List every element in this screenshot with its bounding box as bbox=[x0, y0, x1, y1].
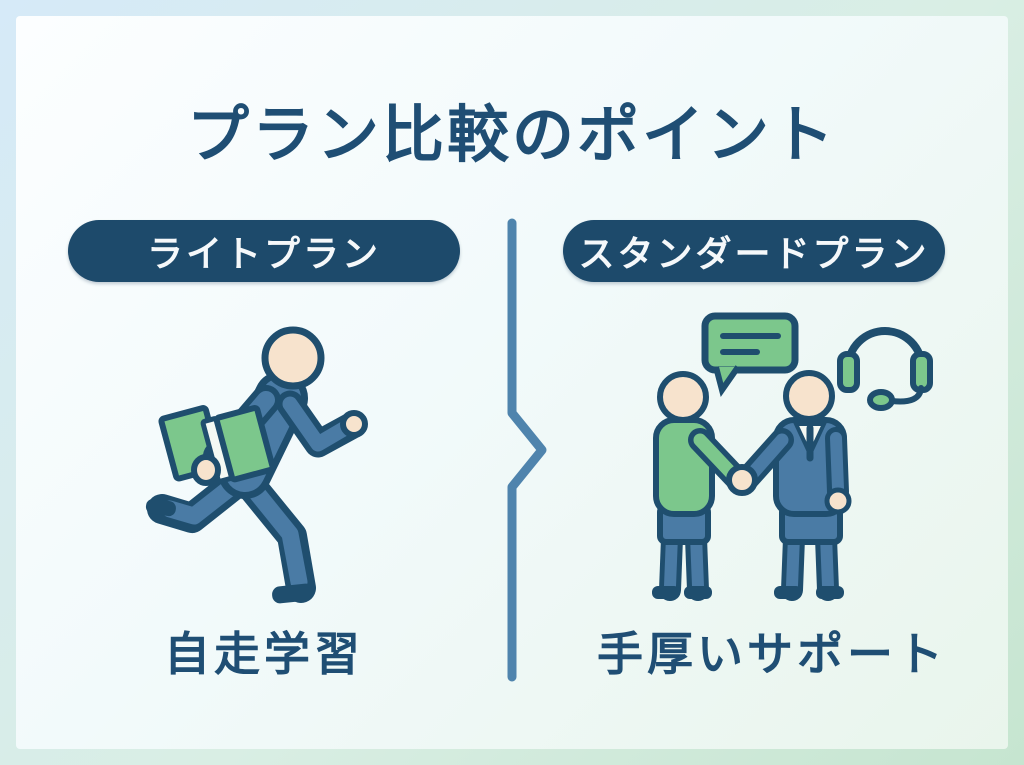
support-icons-group bbox=[652, 312, 933, 601]
caption-full-support: 手厚いサポート bbox=[597, 627, 947, 681]
caption-self-study: 自走学習 bbox=[164, 627, 364, 681]
headset-icon bbox=[837, 327, 933, 411]
divider-chevron-icon bbox=[507, 218, 547, 682]
plan-pill-standard: スタンダードプラン bbox=[563, 220, 945, 282]
handshake-people-icon bbox=[652, 370, 852, 601]
book-front-cover bbox=[200, 405, 276, 484]
plan-pill-standard-label: スタンダードプラン bbox=[578, 234, 930, 275]
running-learner-with-book-icon bbox=[145, 326, 368, 604]
speech-bubble-icon bbox=[701, 312, 799, 398]
page-title: プラン比較のポイント bbox=[186, 98, 837, 171]
plan-pill-light: ライトプラン bbox=[68, 220, 460, 282]
plan-pill-light-label: ライトプラン bbox=[146, 234, 381, 275]
